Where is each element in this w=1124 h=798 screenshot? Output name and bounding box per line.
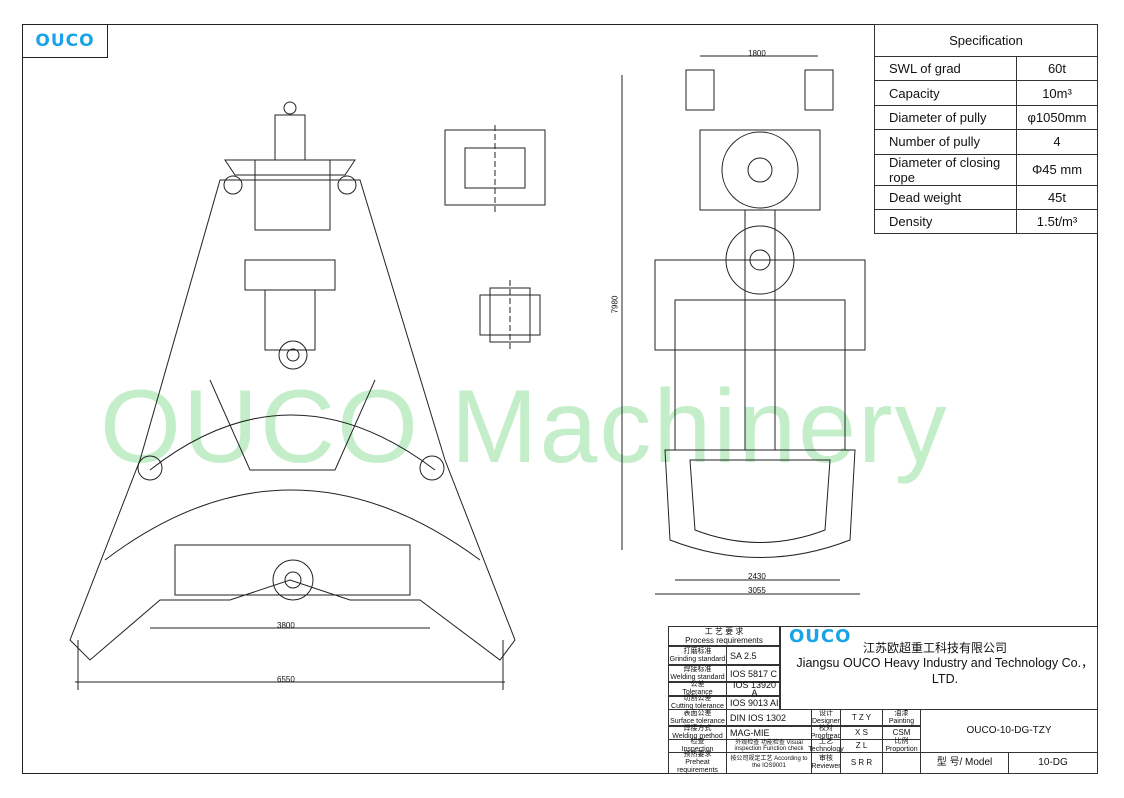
req-cn: 焊接标准 bbox=[683, 665, 712, 673]
req-cn: 打磨标准 bbox=[683, 647, 712, 655]
req-value: SA 2.5 bbox=[726, 646, 780, 665]
req-en: Preheat requirements bbox=[677, 759, 718, 774]
front-view-grab bbox=[69, 101, 516, 690]
role-en: Reviewer bbox=[811, 763, 841, 770]
model-value: 10-DG bbox=[1008, 752, 1098, 774]
role-cn: 审核 bbox=[819, 755, 833, 762]
role-value: Z L bbox=[840, 739, 883, 753]
req-cn: 检查 bbox=[690, 738, 705, 745]
drawing-number: OUCO-10-DG-TZY bbox=[920, 709, 1098, 753]
company-box: OUCO 江苏欧超重工科技有限公司 Jiangsu OUCO Heavy Ind… bbox=[780, 626, 1098, 710]
role-value: T Z Y bbox=[840, 709, 883, 726]
req-en: Tolerance bbox=[682, 689, 713, 696]
side-view-grab bbox=[621, 55, 866, 595]
dim-top-width: 1800 bbox=[748, 49, 766, 58]
req-value: 外观检查 功能检查 Visual inspection Function che… bbox=[726, 739, 812, 753]
req-en: Welding method bbox=[672, 733, 723, 740]
dim-bottom-inner: 2430 bbox=[748, 572, 766, 581]
painting-en: Painting bbox=[888, 717, 915, 725]
req-en: Grinding standard bbox=[669, 655, 726, 663]
req-cn: 预热要求 bbox=[683, 751, 712, 758]
proportion-cn: 比例 bbox=[894, 738, 909, 745]
req-value: IOS 5817 C bbox=[726, 665, 780, 682]
role-cn: 工艺 bbox=[819, 738, 833, 745]
process-cn: 工 艺 要 求 bbox=[704, 627, 744, 636]
dim-open-width: 6550 bbox=[277, 675, 295, 684]
req-en: Surface tolerance bbox=[670, 717, 725, 725]
req-value: DIN IOS 1302 bbox=[726, 709, 812, 726]
ouco-logo: OUCO bbox=[22, 24, 108, 58]
req-value: IOS 13920 A bbox=[726, 681, 780, 698]
req-en: Inspection bbox=[681, 746, 714, 753]
req-cn: 焊接方式 bbox=[683, 725, 712, 732]
req-cn: 公差 bbox=[690, 681, 705, 688]
proportion-en: Proportion bbox=[885, 746, 918, 753]
sheet-border bbox=[22, 24, 1098, 774]
detail-views bbox=[444, 125, 546, 350]
req-value: 按公司规定工艺 According to the IOS9001 bbox=[726, 752, 812, 774]
role-cn: 校对 bbox=[819, 725, 833, 732]
role-en: Technology bbox=[808, 746, 844, 753]
role-en: Proofread bbox=[810, 733, 842, 740]
process-en: Process requirements bbox=[685, 636, 763, 645]
req-value: IOS 9013 AI bbox=[726, 696, 780, 710]
painting-cn: 油漆 bbox=[894, 709, 909, 717]
company-name-en: Jiangsu OUCO Heavy Industry and Technolo… bbox=[796, 656, 1094, 686]
role-en: Designer bbox=[812, 717, 841, 725]
req-cn: 表面公差 bbox=[683, 709, 712, 717]
model-label: 型 号/ Model bbox=[920, 752, 1009, 774]
req-en: Welding standard bbox=[670, 673, 725, 681]
req-value: MAG-MIE bbox=[726, 726, 812, 740]
role-value: S R R bbox=[840, 752, 883, 774]
spec-title: Specification bbox=[874, 24, 1098, 57]
watermark: OUCO Machinery bbox=[100, 369, 949, 485]
req-cn: 切割公差 bbox=[683, 695, 712, 702]
req-en: Cutting tolerance bbox=[671, 703, 724, 710]
company-name-cn: 江苏欧超重工科技有限公司 bbox=[862, 641, 1007, 655]
dim-jaw-span: 3800 bbox=[277, 621, 295, 630]
role-cn: 设计 bbox=[819, 709, 833, 717]
proportion-value bbox=[882, 752, 921, 774]
role-value: X S bbox=[840, 726, 883, 740]
company-logo: OUCO bbox=[789, 626, 852, 647]
dim-bottom-outer: 3055 bbox=[748, 586, 766, 595]
